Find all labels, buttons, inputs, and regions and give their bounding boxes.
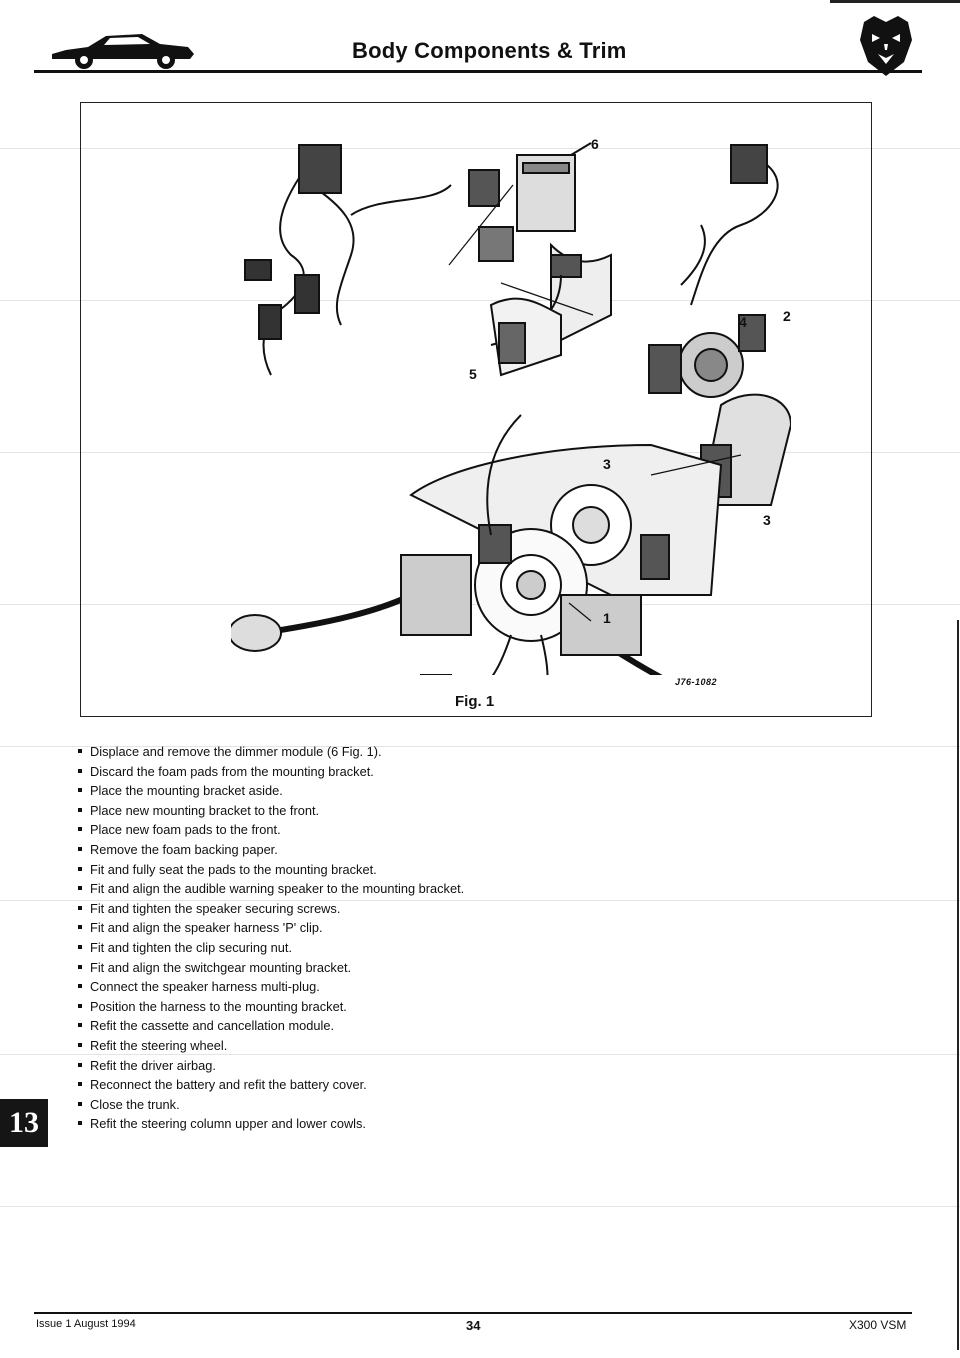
procedure-step: Fit and fully seat the pads to the mount… bbox=[78, 862, 508, 877]
figure-reference: J76-1082 bbox=[675, 677, 718, 687]
procedure-step: Connect the speaker harness multi-plug. bbox=[78, 979, 508, 994]
procedure-step: Fit and align the switchgear mounting br… bbox=[78, 960, 508, 975]
procedure-step: Fit and tighten the clip securing nut. bbox=[78, 940, 508, 955]
header-rule bbox=[34, 70, 922, 73]
procedure-step: Place new foam pads to the front. bbox=[78, 822, 508, 837]
footer-issue: Issue 1 August 1994 bbox=[36, 1318, 136, 1330]
page-title: Body Components & Trim bbox=[352, 38, 627, 63]
procedure-step: Discard the foam pads from the mounting … bbox=[78, 764, 508, 779]
procedure-step: Refit the steering column upper and lowe… bbox=[78, 1116, 508, 1131]
callout-label: 5 bbox=[469, 366, 477, 382]
procedure-step: Refit the driver airbag. bbox=[78, 1058, 508, 1073]
figure-frame: 6 4 2 5 3 3 1 J76-1082 Fig. 1 bbox=[80, 102, 872, 717]
car-silhouette-icon bbox=[52, 34, 194, 69]
procedure-step: Refit the cassette and cancellation modu… bbox=[78, 1018, 508, 1033]
procedure-step: Fit and align the speaker harness 'P' cl… bbox=[78, 920, 508, 935]
procedure-step: Remove the foam backing paper. bbox=[78, 842, 508, 857]
callout-label: 6 bbox=[591, 136, 599, 152]
callout-label: 3 bbox=[763, 512, 771, 528]
procedure-step: Displace and remove the dimmer module (6… bbox=[78, 744, 508, 759]
procedure-step: Position the harness to the mounting bra… bbox=[78, 999, 508, 1014]
callout-label: 2 bbox=[783, 308, 791, 324]
figure-caption: Fig. 1 bbox=[455, 693, 495, 710]
document-code: X300 VSM bbox=[849, 1318, 907, 1332]
page-number: 34 bbox=[466, 1318, 481, 1333]
callout-label: 1 bbox=[603, 610, 611, 626]
jaguar-head-icon bbox=[860, 16, 912, 76]
footer-rule bbox=[34, 1312, 912, 1314]
procedure-steps: Displace and remove the dimmer module (6… bbox=[78, 744, 508, 1136]
procedure-step: Close the trunk. bbox=[78, 1097, 508, 1112]
procedure-step: Fit and tighten the speaker securing scr… bbox=[78, 901, 508, 916]
page-header: Body Components & Trim bbox=[0, 0, 960, 80]
procedure-step: Refit the steering wheel. bbox=[78, 1038, 508, 1053]
callout-label: 4 bbox=[739, 314, 747, 330]
steering-column-switchgear-diagram: 6 4 2 5 3 3 1 bbox=[231, 136, 791, 675]
procedure-step: Fit and align the audible warning speake… bbox=[78, 881, 508, 896]
procedure-step: Place the mounting bracket aside. bbox=[78, 783, 508, 798]
callout-label: 3 bbox=[603, 456, 611, 472]
section-tab: 13 bbox=[0, 1099, 48, 1147]
procedure-step: Place new mounting bracket to the front. bbox=[78, 803, 508, 818]
procedure-step: Reconnect the battery and refit the batt… bbox=[78, 1077, 508, 1092]
